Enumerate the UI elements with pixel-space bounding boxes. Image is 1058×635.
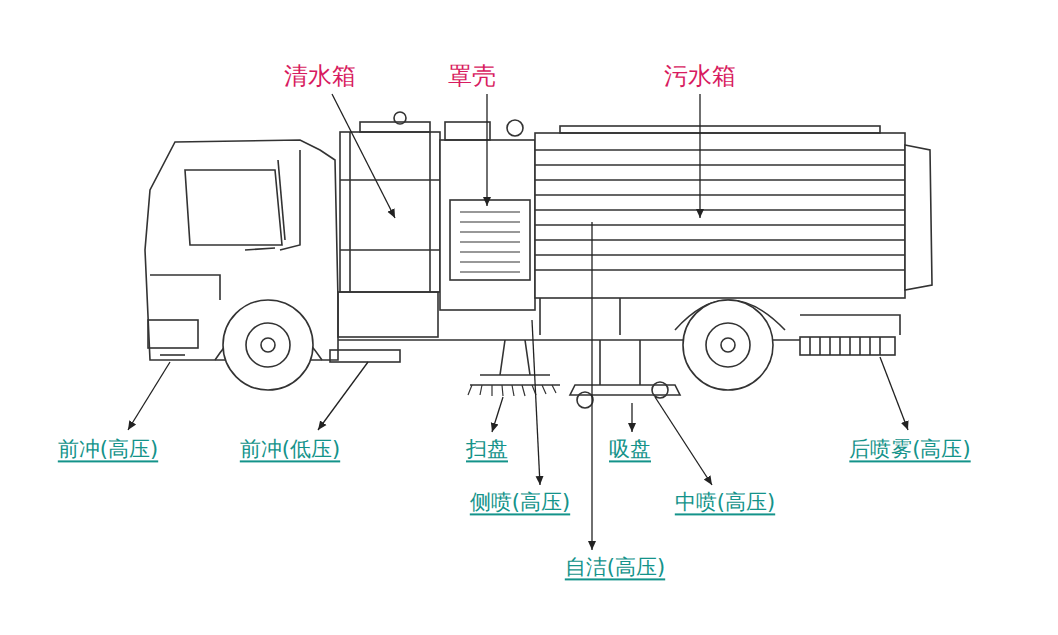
spray-label: 中喷(高压) <box>673 490 777 515</box>
spray-label: 后喷雾(高压) <box>847 437 972 462</box>
spray-label: 前冲(低压) <box>238 437 342 462</box>
spray-label: 前冲(高压) <box>56 437 160 462</box>
part-label: 罩壳 <box>446 62 498 91</box>
truck-outline <box>145 112 932 408</box>
spray-label: 自洁(高压) <box>563 555 667 580</box>
leader-lines <box>128 94 908 550</box>
spray-label: 吸盘 <box>607 437 653 462</box>
spray-label: 侧喷(高压) <box>468 490 572 515</box>
part-label: 清水箱 <box>282 62 358 91</box>
spray-label: 扫盘 <box>464 437 510 462</box>
part-label: 污水箱 <box>662 62 738 91</box>
